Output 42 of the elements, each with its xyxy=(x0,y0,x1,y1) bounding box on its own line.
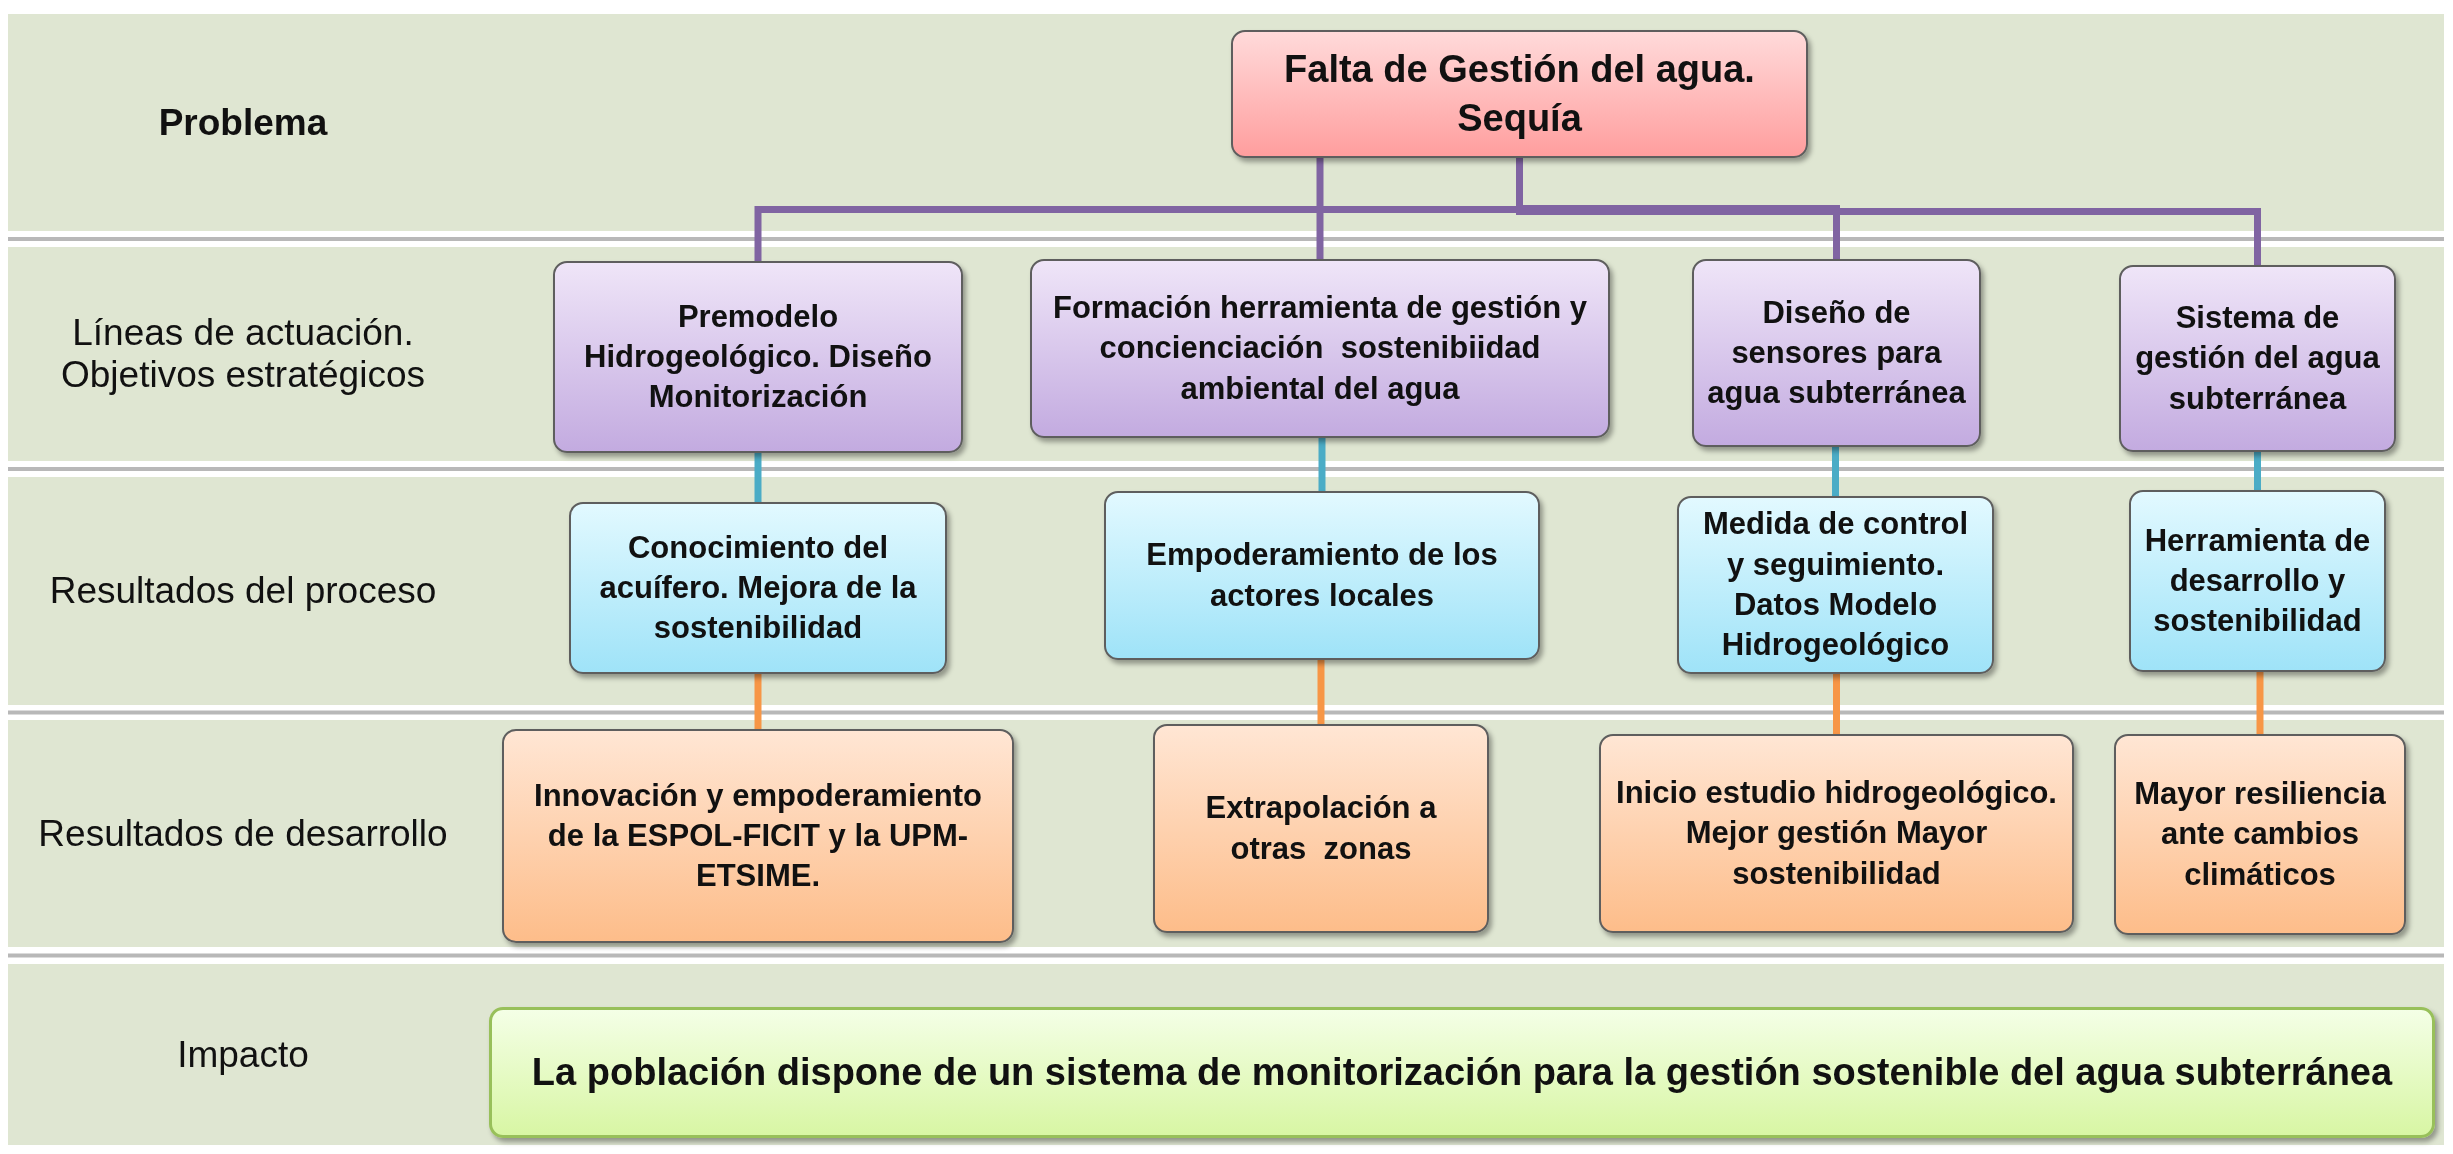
process-result-box xyxy=(2129,490,2386,672)
objective-box xyxy=(553,261,963,453)
box-text: Conocimiento del acuífero. Mejora de la sostenibilidad xyxy=(598,528,918,648)
development-result-box xyxy=(1153,724,1489,933)
connector-line xyxy=(1317,660,1325,724)
connector-line xyxy=(1316,158,1324,259)
development-result-box xyxy=(1599,734,2074,933)
box-text: Premodelo Hidrogeológico. Diseño Monitorización xyxy=(583,297,933,417)
connector-line xyxy=(2256,672,2264,734)
connector-line xyxy=(1318,438,1326,491)
box-text: Sistema de gestión del agua subterránea xyxy=(2134,299,2381,418)
row-label: Problema xyxy=(158,101,328,144)
connector-line xyxy=(1833,674,1840,734)
box-text: La población dispone de un sistema de monitorización para la gestión sostenible del agua subterránea xyxy=(531,1049,2393,1095)
objective-box xyxy=(1030,259,1610,438)
development-result-box xyxy=(502,729,1014,943)
box-text: Empoderamiento de los actores locales xyxy=(1145,536,1499,615)
process-result-box xyxy=(1677,496,1994,674)
row-label: Impacto xyxy=(177,1033,309,1076)
box-text: Formación herramienta de gestión y concienciación sostenibiidad ambiental del agua xyxy=(1052,289,1588,408)
box-text: Mayor resiliencia ante cambios climáticos xyxy=(2133,775,2387,894)
connector-line xyxy=(754,674,762,729)
box-text: Inicio estudio hidrogeológico. Mejor gestión Mayor sostenibilidad xyxy=(1615,774,2058,893)
connector-line xyxy=(2254,452,2261,490)
row-label: Líneas de actuación. Objetivos estratégicos xyxy=(60,312,426,396)
box-text: Falta de Gestión del agua. Sequía xyxy=(1283,46,1756,141)
box-text: Diseño de sensores para agua subterránea xyxy=(1706,293,1967,413)
impact-box xyxy=(489,1007,2435,1138)
box-text: Innovación y empoderamiento de la ESPOL-FICIT y la UPM-ETSIME. xyxy=(533,776,983,896)
box-text: Herramienta de desarrollo y sostenibilidad xyxy=(2143,521,2372,641)
objective-box xyxy=(2119,265,2396,452)
box-text: Medida de control y seguimiento. Datos Modelo Hidrogeológico xyxy=(1701,505,1970,665)
objective-box xyxy=(1692,259,1981,447)
box-text: Extrapolación a otras zonas xyxy=(1204,789,1438,868)
connector-line xyxy=(754,453,762,502)
process-result-box xyxy=(569,502,947,674)
development-result-box xyxy=(2114,734,2406,935)
problem-box xyxy=(1231,30,1808,158)
process-result-box xyxy=(1104,491,1540,660)
row-label: Resultados de desarrollo xyxy=(38,812,448,855)
connector-line xyxy=(1832,447,1839,496)
row-label: Resultados del proceso xyxy=(49,570,437,612)
